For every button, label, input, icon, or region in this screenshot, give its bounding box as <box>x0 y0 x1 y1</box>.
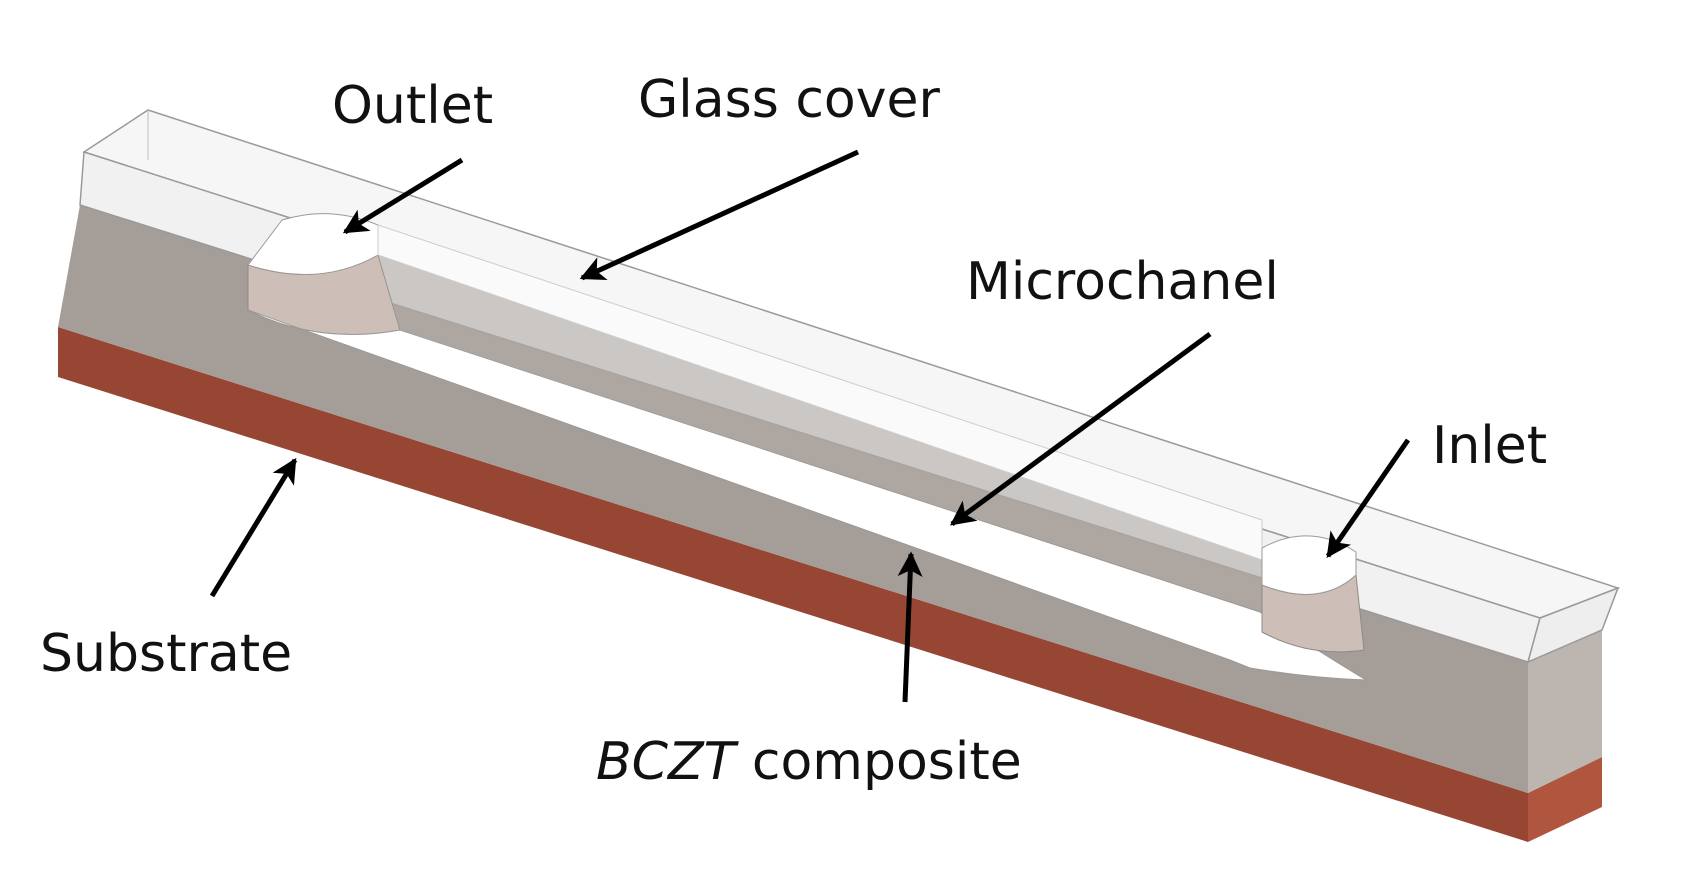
substrate-arrow <box>209 457 298 598</box>
inlet-label: Inlet <box>1432 416 1548 476</box>
bczt-composite-text: composite <box>735 732 1022 792</box>
inlet-well-top <box>1261 535 1357 595</box>
glass-cover-arrow <box>579 149 860 281</box>
bczt-composite-label: BCZT composite <box>596 736 1022 788</box>
microchannel-arrow <box>949 331 1212 527</box>
bczt-composite-end-face <box>1528 630 1602 793</box>
glass-cover-end-face <box>1526 586 1620 664</box>
glass-cover-label: Glass cover <box>638 70 940 130</box>
outlet-label: Outlet <box>332 76 494 136</box>
bczt-italic-text: BCZT <box>596 732 736 792</box>
microchannel-label: Microchanel <box>966 252 1279 312</box>
microchannel-side-wall <box>378 255 1262 612</box>
substrate-front-face <box>58 327 1528 842</box>
substrate-end-face <box>1528 757 1602 842</box>
inlet-arrow <box>1325 438 1411 559</box>
bczt-composite-arrow <box>897 551 923 703</box>
outlet-arrow <box>342 157 464 235</box>
substrate-label: Substrate <box>40 624 293 684</box>
